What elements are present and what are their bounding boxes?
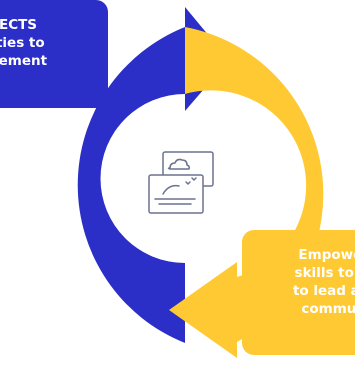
blue-box-line-3: gement [0, 53, 48, 69]
yellow-box-line-1: Empoweri [298, 247, 355, 263]
yellow-box-line-2: skills to be [294, 265, 355, 281]
yellow-box-line-4: communi [301, 301, 355, 317]
blue-box-line-2: ities to [0, 35, 45, 51]
blue-box-line-1: ECTS [0, 17, 38, 33]
yellow-box-text: Empoweri skills to be to lead and commun… [250, 246, 355, 318]
landscape-pictures-icon [148, 151, 214, 214]
yellow-arc-arrow [169, 27, 324, 358]
blue-box-text: ECTS ities to gement [0, 16, 88, 70]
blue-box [0, 0, 108, 108]
yellow-box-line-3: to lead and [292, 283, 355, 299]
